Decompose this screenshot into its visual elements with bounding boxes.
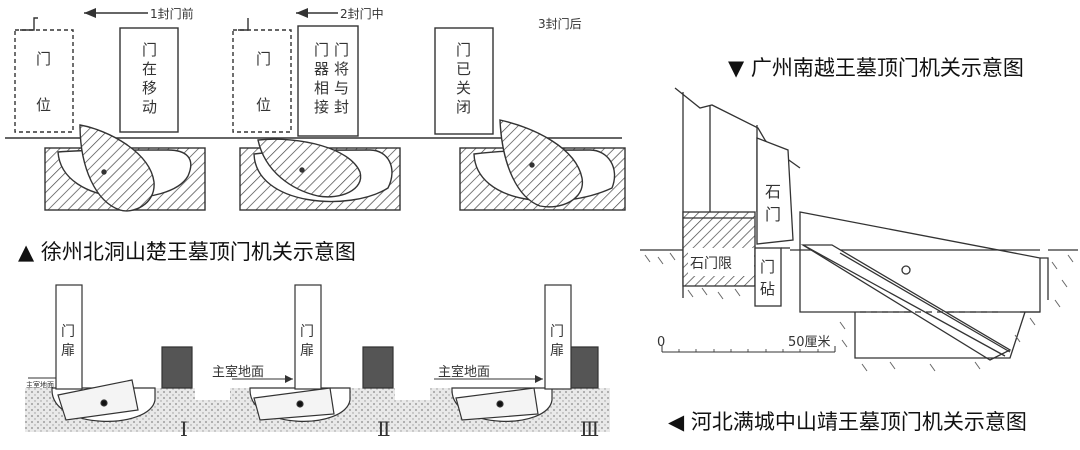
- door-pos-a-2: 门: [256, 50, 271, 68]
- leaf-2-0: 门: [300, 324, 314, 340]
- leaf-1-1: 扉: [61, 343, 75, 359]
- leaf-2-1: 扉: [300, 343, 314, 359]
- closed-2: 关: [456, 79, 471, 97]
- xuzhou-panel-2: [232, 8, 401, 211]
- col-b-3: 接: [314, 98, 329, 116]
- mancheng-caption: ◀ 河北满城中山靖王墓顶门机关示意图: [668, 410, 1027, 434]
- stage-3: Ⅲ: [580, 417, 599, 441]
- moving-1: 在: [142, 60, 157, 78]
- col-a-1: 将: [334, 60, 349, 78]
- closed-3: 闭: [456, 98, 471, 116]
- step1-label: 1封门前: [150, 6, 194, 21]
- col-a-2: 与: [334, 79, 349, 97]
- moving-2: 移: [142, 79, 157, 97]
- mancheng-labels: 门 扉 门 扉 门 扉 主室地面 主室地面 主室地面 Ⅰ Ⅱ Ⅲ: [26, 324, 599, 441]
- guangzhou-diagram: [640, 87, 1078, 372]
- stage-1: Ⅰ: [180, 417, 188, 441]
- xuzhou-diagram: [5, 8, 626, 212]
- scale-zero: 0: [657, 335, 665, 350]
- xuzhou-labels: 1封门前 2封门中 3封门后 门 位 门 在 移 动 门 位 门 将 与 封 门…: [36, 6, 582, 116]
- door-leaf-1: [55, 284, 83, 390]
- col-b-1: 器: [314, 60, 329, 78]
- door-anvil-0: 门: [760, 258, 775, 276]
- guangzhou-labels: 石 门 石门限 门 砧 0 50厘米: [657, 182, 831, 350]
- door-pos-b-1: 位: [36, 96, 51, 114]
- col-a-3: 封: [334, 98, 349, 116]
- stone-block-1: [57, 379, 139, 421]
- step3-label: 3封门后: [538, 16, 582, 31]
- step2-label: 2封门中: [340, 6, 384, 21]
- xuzhou-panel-3: [434, 27, 626, 211]
- closed-1: 已: [456, 60, 471, 78]
- moving-0: 门: [142, 41, 157, 59]
- stone-door: [756, 137, 794, 245]
- col-a-0: 门: [334, 41, 349, 59]
- xuzhou-caption: ▲ 徐州北洞山楚王墓顶门机关示意图: [18, 240, 356, 264]
- stage-2: Ⅱ: [377, 417, 391, 441]
- leaf-3-1: 扉: [550, 343, 564, 359]
- door-anvil-1: 砧: [760, 280, 775, 298]
- stone-door-1: 门: [765, 205, 781, 224]
- stone-limit-label: 石门限: [690, 256, 732, 272]
- stone-wedge: [79, 124, 155, 212]
- door-pos-a-1: 门: [36, 50, 51, 68]
- floor-small-label: 主室地面: [26, 380, 54, 389]
- door-pos-b-2: 位: [256, 96, 271, 114]
- leaf-3-0: 门: [550, 324, 564, 340]
- xuzhou-panel-1: [14, 8, 206, 212]
- floor-label-2: 主室地面: [212, 364, 264, 380]
- col-b-2: 相: [314, 79, 329, 97]
- closed-0: 门: [456, 41, 471, 59]
- floor-label-3: 主室地面: [438, 364, 490, 380]
- leaf-1-0: 门: [61, 324, 75, 340]
- door-anvil: [754, 247, 782, 307]
- mancheng-diagram: [25, 284, 610, 432]
- door-position-dashed: [14, 29, 74, 133]
- moving-door-slab: [119, 27, 179, 133]
- guangzhou-caption: ▼ 广州南越王墓顶门机关示意图: [728, 56, 1024, 80]
- scale-label: 50厘米: [788, 335, 831, 350]
- stone-door-0: 石: [765, 182, 781, 201]
- moving-3: 动: [142, 98, 157, 116]
- col-b-0: 门: [314, 41, 329, 59]
